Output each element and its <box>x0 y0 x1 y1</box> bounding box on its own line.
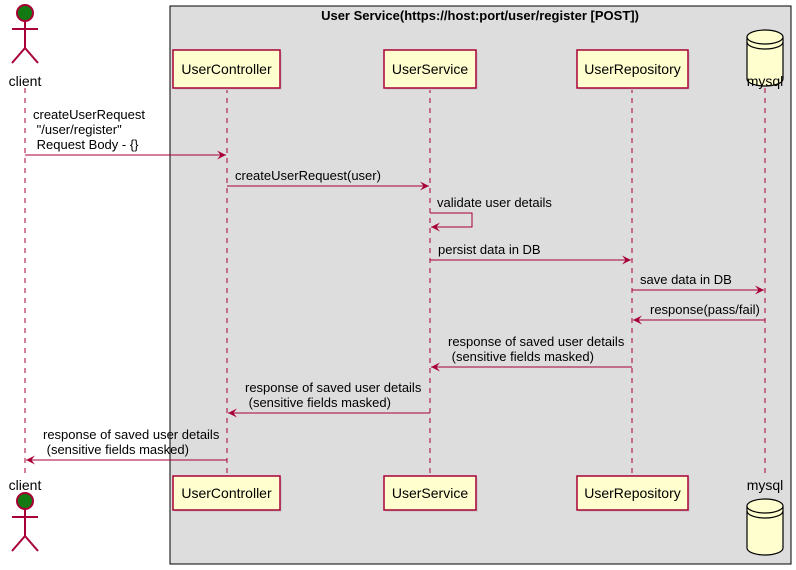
message-4: persist data in DB <box>430 242 631 265</box>
group-box <box>169 5 792 565</box>
actor-client: client <box>9 477 42 552</box>
participant-service: UserService <box>383 49 478 90</box>
actor-head-icon <box>16 492 34 510</box>
message-6: response(pass/fail) <box>633 302 765 325</box>
message-label: (sensitive fields masked) <box>43 442 189 457</box>
message-label: validate user details <box>437 195 552 210</box>
message-3: validate user details <box>430 195 552 232</box>
actor-head-icon <box>16 4 34 22</box>
participant-label-repository: UserRepository <box>584 61 680 77</box>
message-label: response of saved user details <box>245 380 422 395</box>
message-1: createUserRequest "/user/register" Reque… <box>25 107 226 160</box>
message-arrow <box>430 212 473 232</box>
database-icon <box>746 36 784 87</box>
message-label: response of saved user details <box>43 427 220 442</box>
message-8: response of saved user details (sensitiv… <box>228 380 430 418</box>
message-label: (sensitive fields masked) <box>448 349 594 364</box>
database-mysql: mysql <box>746 29 784 89</box>
participant-label-service: UserService <box>392 485 468 501</box>
database-label-mysql: mysql <box>747 73 784 89</box>
message-label: (sensitive fields masked) <box>245 395 391 410</box>
message-5: save data in DB <box>632 272 764 295</box>
message-label: response of saved user details <box>448 334 625 349</box>
database-icon <box>746 505 784 556</box>
actor-label-client: client <box>9 477 42 493</box>
message-label: response(pass/fail) <box>650 302 760 317</box>
message-label: persist data in DB <box>438 242 541 257</box>
actor-client: client <box>9 4 42 89</box>
participant-repository: UserRepository <box>576 49 690 90</box>
message-label: save data in DB <box>640 272 732 287</box>
message-9: response of saved user details (sensitiv… <box>26 427 227 465</box>
participant-controller: UserController <box>172 475 282 512</box>
participant-label-controller: UserController <box>181 61 272 77</box>
message-7: response of saved user details (sensitiv… <box>431 334 632 372</box>
database-mysql: mysql <box>746 477 784 556</box>
message-label: "/user/register" <box>33 122 122 137</box>
actor-label-client: client <box>9 73 42 89</box>
message-label: Request Body - {} <box>33 137 139 152</box>
message-label: createUserRequest(user) <box>235 168 381 183</box>
group-title: User Service(https://host:port/user/regi… <box>321 8 639 23</box>
message-label: createUserRequest <box>33 107 145 122</box>
participant-service: UserService <box>383 475 478 512</box>
participant-label-service: UserService <box>392 61 468 77</box>
participant-label-repository: UserRepository <box>584 485 680 501</box>
message-2: createUserRequest(user) <box>227 168 429 191</box>
database-label-mysql: mysql <box>747 477 784 493</box>
participant-repository: UserRepository <box>576 475 690 512</box>
participant-label-controller: UserController <box>181 485 272 501</box>
participant-controller: UserController <box>172 49 282 90</box>
